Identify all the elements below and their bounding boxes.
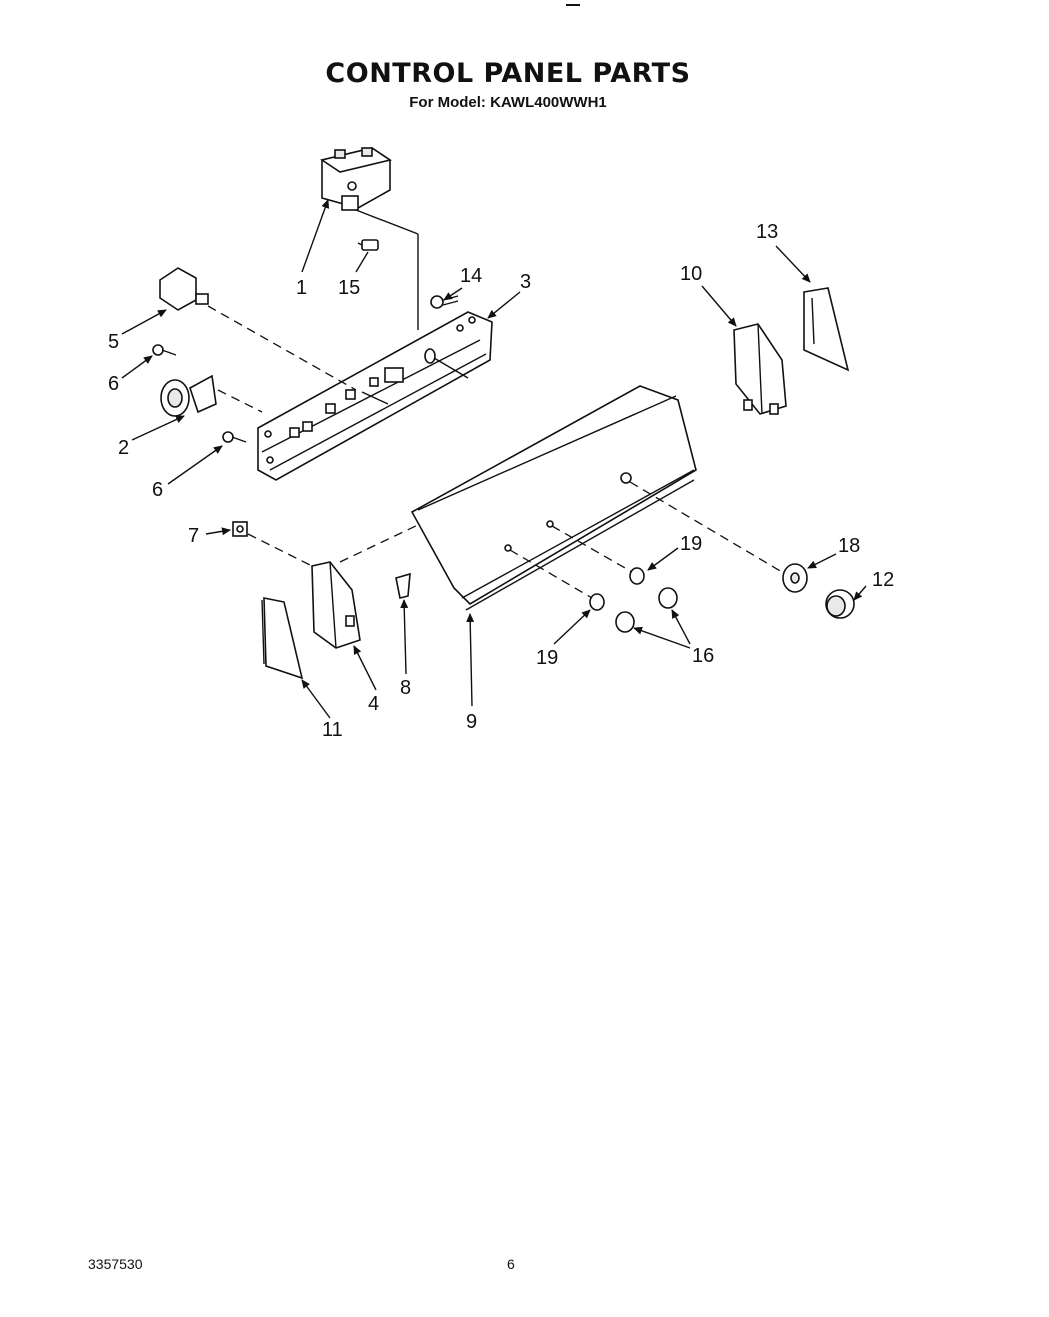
part-18-washer — [782, 563, 808, 593]
callout-4: 4 — [368, 693, 379, 715]
callout-8: 8 — [400, 677, 411, 699]
callout-16: 16 — [692, 645, 714, 667]
part-12-knob — [825, 589, 855, 619]
part-6-screw-upper — [152, 344, 177, 356]
part-2-pressure-switch — [160, 374, 217, 417]
callout-19-lower: 19 — [536, 647, 558, 669]
part-16-button-upper — [658, 587, 678, 609]
part-11-endcap-cover — [261, 597, 304, 680]
callout-19-upper: 19 — [680, 533, 702, 555]
callout-9: 9 — [466, 711, 477, 733]
callout-14: 14 — [460, 265, 482, 287]
callout-11: 11 — [322, 719, 343, 741]
callout-1: 1 — [296, 277, 307, 299]
callout-6-lower: 6 — [152, 479, 163, 501]
part-5-switch — [159, 267, 209, 311]
document-number: 3357530 — [88, 1256, 143, 1272]
part-19-spacer-lower — [589, 593, 605, 611]
page-number: 6 — [507, 1256, 515, 1272]
callout-leaders — [121, 199, 867, 719]
callout-18: 18 — [838, 535, 860, 557]
part-16-button-lower — [615, 611, 635, 633]
page-title: CONTROL PANEL PARTS — [325, 58, 691, 89]
part-4-endcap — [311, 561, 361, 649]
callout-12: 12 — [872, 569, 894, 591]
part-1-timer — [320, 147, 392, 211]
assembly-lines — [207, 209, 783, 599]
part-7-clip — [232, 521, 248, 537]
callout-5: 5 — [108, 331, 119, 353]
part-8-pin — [395, 572, 411, 599]
part-9-console-panel — [410, 385, 697, 611]
callout-13: 13 — [756, 221, 778, 243]
callout-15: 15 — [338, 277, 360, 299]
part-15-screw — [357, 239, 379, 251]
model-subtitle: For Model: KAWL400WWH1 — [409, 94, 607, 111]
part-19-spacer-upper — [629, 567, 645, 585]
top-edge-mark — [566, 4, 580, 6]
callout-7: 7 — [188, 525, 199, 547]
part-14-screw — [430, 295, 459, 309]
callout-3: 3 — [520, 271, 531, 293]
part-10-endcap-right — [733, 323, 787, 415]
callout-6-upper: 6 — [108, 373, 119, 395]
part-3-console-bracket — [257, 311, 493, 481]
part-13-endcap-cover-right — [803, 287, 850, 372]
callout-2: 2 — [118, 437, 129, 459]
part-6-screw-lower — [222, 431, 247, 443]
callout-10: 10 — [680, 263, 702, 285]
